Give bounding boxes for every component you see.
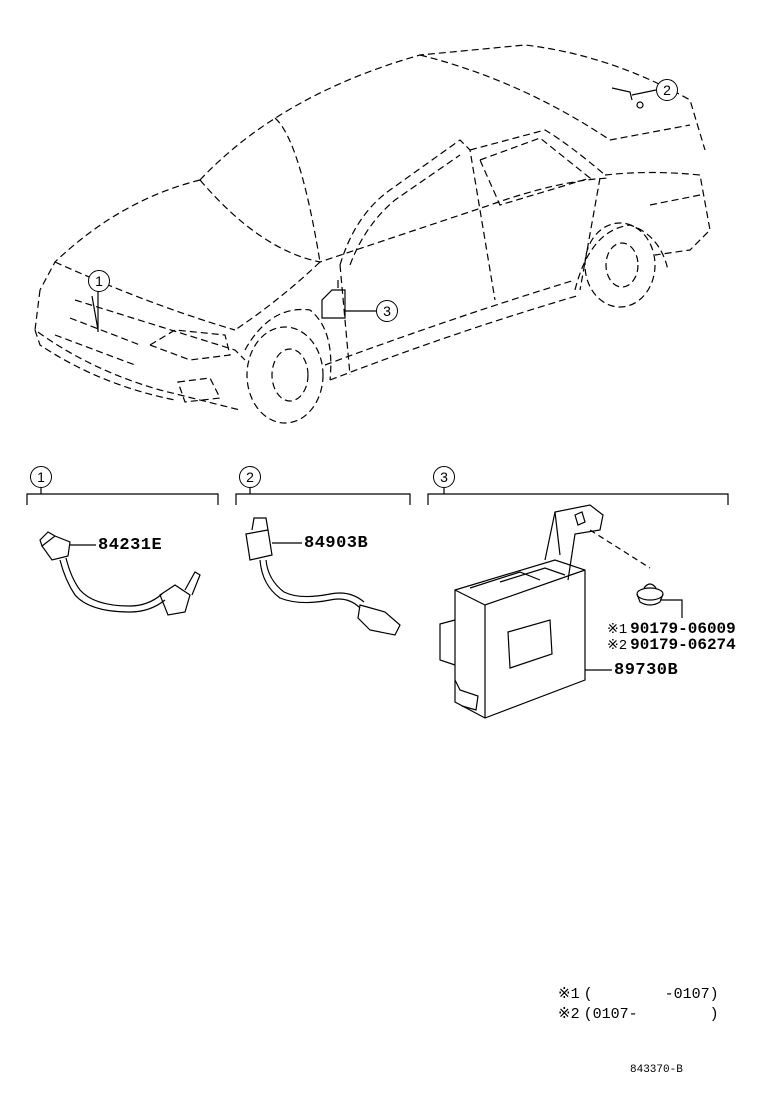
car-illustration — [34, 44, 711, 424]
callout-3-car: 3 — [376, 300, 398, 322]
legend-row-1: ※1( -0107) — [540, 972, 719, 1002]
mark-1: ※1 — [607, 622, 628, 638]
legend-row-2: ※2(0107- ) — [540, 992, 719, 1022]
wire-84903b-illustration — [245, 517, 401, 636]
diagram-reference-code: 843370-B — [630, 1064, 683, 1076]
legend-range-1: ( -0107) — [583, 986, 719, 1003]
part-number: 90179-06274 — [630, 636, 736, 654]
section-1-number: 1 — [30, 466, 52, 488]
section-brackets — [26, 487, 729, 505]
callout-2-car: 2 — [656, 79, 678, 101]
module-89730b-illustration — [439, 504, 683, 719]
wire-84231e-illustration — [39, 531, 201, 616]
part-number-89730b: 89730B — [614, 661, 679, 680]
legend-mark-1: ※1 — [558, 986, 580, 1003]
car-details — [91, 87, 644, 331]
callout-leaders — [97, 89, 657, 332]
legend-range-2: (0107- ) — [583, 1006, 719, 1023]
legend-mark-2: ※2 — [558, 1006, 580, 1023]
part-number-84903b: 84903B — [304, 534, 369, 553]
section-2-number: 2 — [239, 466, 261, 488]
section-3-number: 3 — [433, 466, 455, 488]
part-number: 90179-06009 — [630, 620, 736, 638]
callout-1-car: 1 — [88, 270, 110, 292]
part-number-84231e: 84231E — [98, 536, 163, 555]
clip-dashed-leader — [589, 529, 651, 569]
mark-2: ※2 — [607, 638, 628, 654]
